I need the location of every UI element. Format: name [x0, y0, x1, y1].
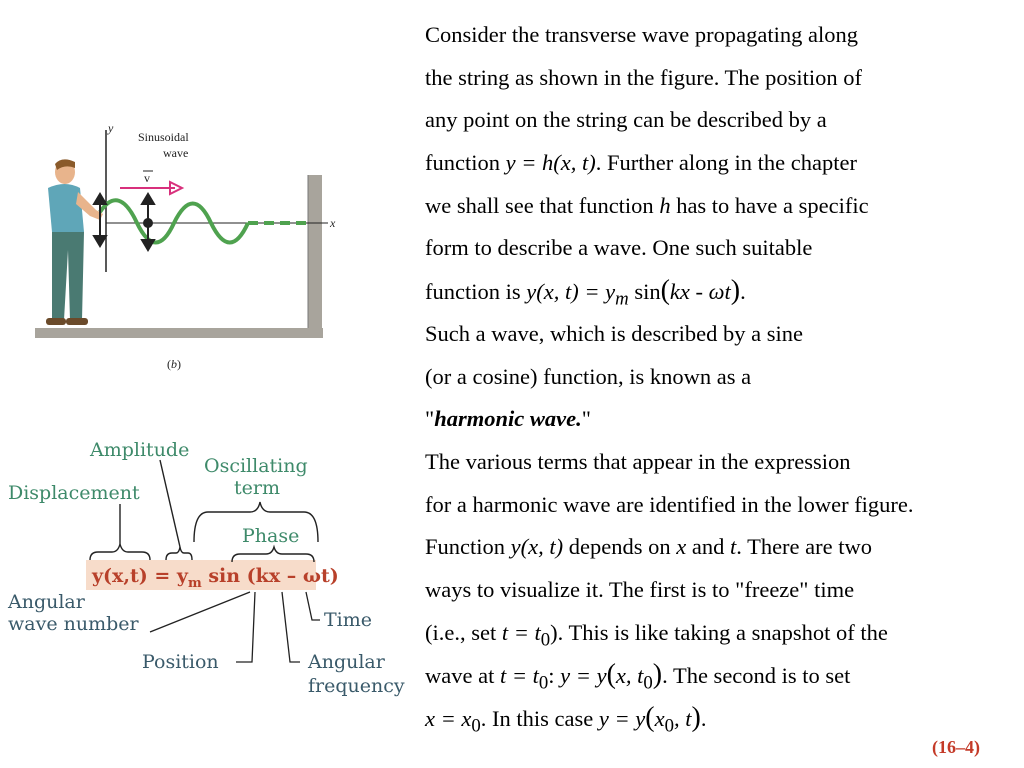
displacement-brace	[89, 543, 151, 561]
phase-label: Phase	[242, 525, 299, 547]
angular-wave-number-label-2: wave number	[8, 613, 140, 635]
x-axis-label: x	[329, 216, 336, 230]
oscillating-term-label-2: term	[234, 477, 280, 499]
text-line-17: x = x0. In this case y = y(x0, t).	[425, 702, 707, 737]
text-line-2: the string as shown in the figure. The p…	[425, 64, 863, 90]
velocity-label: v	[144, 171, 150, 185]
oscillating-brace	[193, 501, 319, 543]
angular-wave-number-label: Angular	[7, 591, 86, 613]
harmonic-wave-terms-figure: Amplitude Oscillating term Displacement …	[7, 439, 405, 697]
wave-label-line1: Sinusoidal	[138, 130, 189, 144]
up-down-arrow-icon	[92, 192, 156, 252]
text-line-3: any point on the string can be described…	[425, 107, 827, 133]
text-line-4: function y = h(x, t). Further along in t…	[425, 150, 857, 176]
phase-brace	[231, 544, 315, 563]
angular-frequency-label-2: frequency	[308, 675, 405, 697]
y-axis-label: y	[107, 121, 114, 135]
text-line-14: ways to visualize it. The first is to "f…	[425, 576, 855, 602]
person-figure	[46, 159, 103, 325]
angular-frequency-label: Angular	[307, 651, 386, 673]
harmonic-wave-equation: y(x,t) = ym sin (kx – ωt)	[91, 565, 339, 591]
displacement-label: Displacement	[8, 482, 140, 504]
text-line-13: Function y(x, t) depends on x and t. The…	[425, 534, 873, 560]
text-line-9: (or a cosine) function, is known as a	[425, 363, 752, 389]
wall	[308, 175, 322, 333]
time-label: Time	[324, 609, 372, 631]
wave-label-line2: wave	[163, 146, 188, 160]
text-line-10: "harmonic wave."	[425, 406, 591, 432]
equation-highlight	[86, 560, 316, 590]
function-h-expression: y = h(x, t)	[505, 150, 596, 176]
text-line-16: wave at t = t0: y = y(x, t0). The second…	[425, 659, 851, 694]
text-line-8: Such a wave, which is described by a sin…	[425, 320, 804, 346]
sinusoidal-wave-figure: y x v Sinusoidal wave (b)	[35, 121, 336, 371]
text-line-15: (i.e., set t = t0). This is like taking …	[425, 619, 888, 651]
amplitude-label: Amplitude	[89, 439, 189, 461]
text-line-11: The various terms that appear in the exp…	[425, 448, 851, 474]
text-line-12: for a harmonic wave are identified in th…	[425, 491, 914, 517]
text-line-1: Consider the transverse wave propagating…	[425, 22, 858, 47]
position-label: Position	[142, 651, 219, 673]
oscillating-term-label: Oscillating	[204, 455, 308, 477]
wave-function-expression: y(x, t) = y	[526, 279, 616, 305]
text-line-5: we shall see that function h has to have…	[425, 192, 869, 218]
explanation-text: Consider the transverse wave propagating…	[425, 14, 1024, 740]
figure-caption: (b)	[167, 357, 181, 371]
text-line-7: function is y(x, t) = ym sin(kx - ωt).	[425, 275, 746, 310]
sinusoidal-wave-curve	[98, 198, 250, 245]
equation-number: (16–4)	[932, 737, 980, 757]
amplitude-brace	[165, 546, 193, 561]
harmonic-wave-term: harmonic wave.	[434, 406, 582, 432]
text-line-6: form to describe a wave. One such suitab…	[425, 235, 813, 261]
floor	[35, 328, 323, 338]
